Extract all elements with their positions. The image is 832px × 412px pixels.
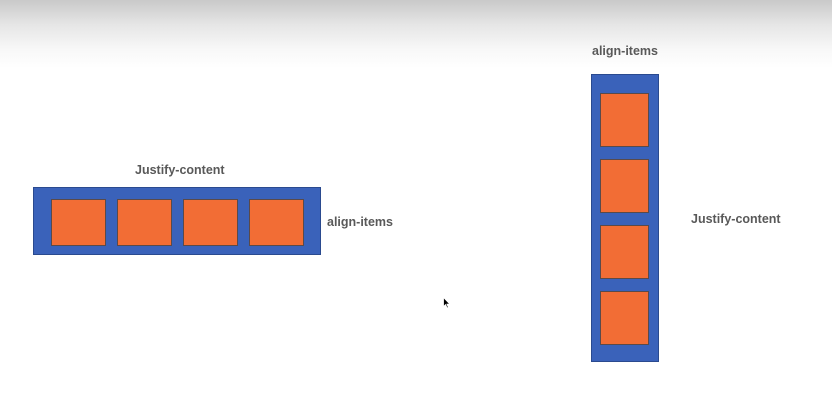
mouse-pointer-icon: [443, 297, 451, 309]
row-flex-item-4: [249, 199, 304, 246]
column-flex-item-1: [600, 93, 649, 147]
column-align-items-label: align-items: [592, 44, 658, 58]
column-flex-container: [591, 74, 659, 362]
column-flex-item-2: [600, 159, 649, 213]
row-flex-item-3: [183, 199, 238, 246]
row-flex-item-2: [117, 199, 172, 246]
row-justify-content-label: Justify-content: [135, 163, 225, 177]
row-flex-container: [33, 187, 321, 255]
column-flex-item-4: [600, 291, 649, 345]
row-align-items-label: align-items: [327, 215, 393, 229]
row-flex-item-1: [51, 199, 106, 246]
column-justify-content-label: Justify-content: [691, 212, 781, 226]
column-flex-item-3: [600, 225, 649, 279]
